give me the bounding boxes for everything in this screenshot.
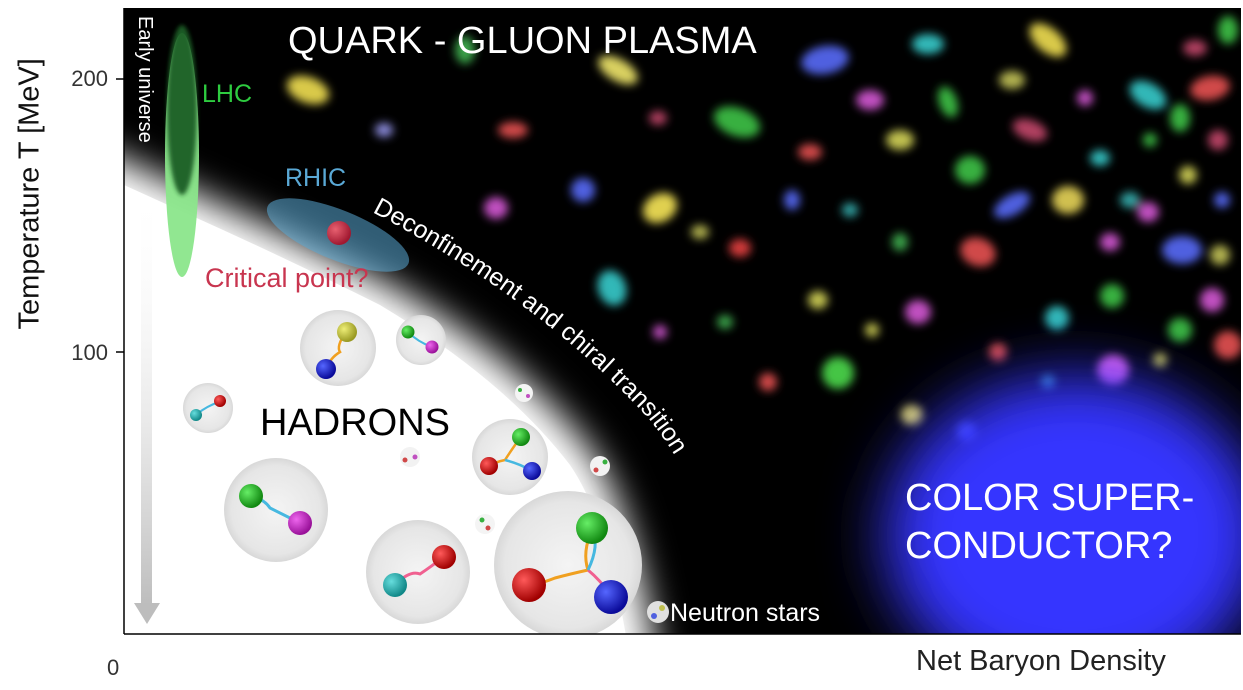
y-tick-200: 200 (71, 66, 108, 91)
qgp-label: QUARK - GLUON PLASMA (288, 20, 757, 62)
x-axis-label: Net Baryon Density (916, 645, 1166, 677)
plasma-quarks (286, 16, 1241, 442)
critical-point-label: Critical point? (205, 263, 369, 293)
axes (116, 8, 1241, 635)
neutron-stars-label: Neutron stars (670, 599, 820, 627)
early-universe-arrow (134, 200, 160, 624)
critical-point-marker (327, 221, 351, 245)
y-tick-100: 100 (71, 340, 108, 365)
color-superconductor-region (885, 375, 1241, 634)
y-axis-label: Temperature T [MeV] (13, 58, 46, 330)
color-superconductor-label-2: CONDUCTOR? (905, 525, 1172, 567)
hadron-bubbles (183, 310, 669, 634)
origin-label: 0 (107, 655, 120, 680)
color-superconductor-label-1: COLOR SUPER- (905, 477, 1194, 519)
rhic-label: RHIC (285, 164, 346, 192)
early-universe-label: Early universe (134, 16, 156, 143)
hadrons-label: HADRONS (260, 402, 450, 444)
lhc-label: LHC (202, 80, 252, 108)
